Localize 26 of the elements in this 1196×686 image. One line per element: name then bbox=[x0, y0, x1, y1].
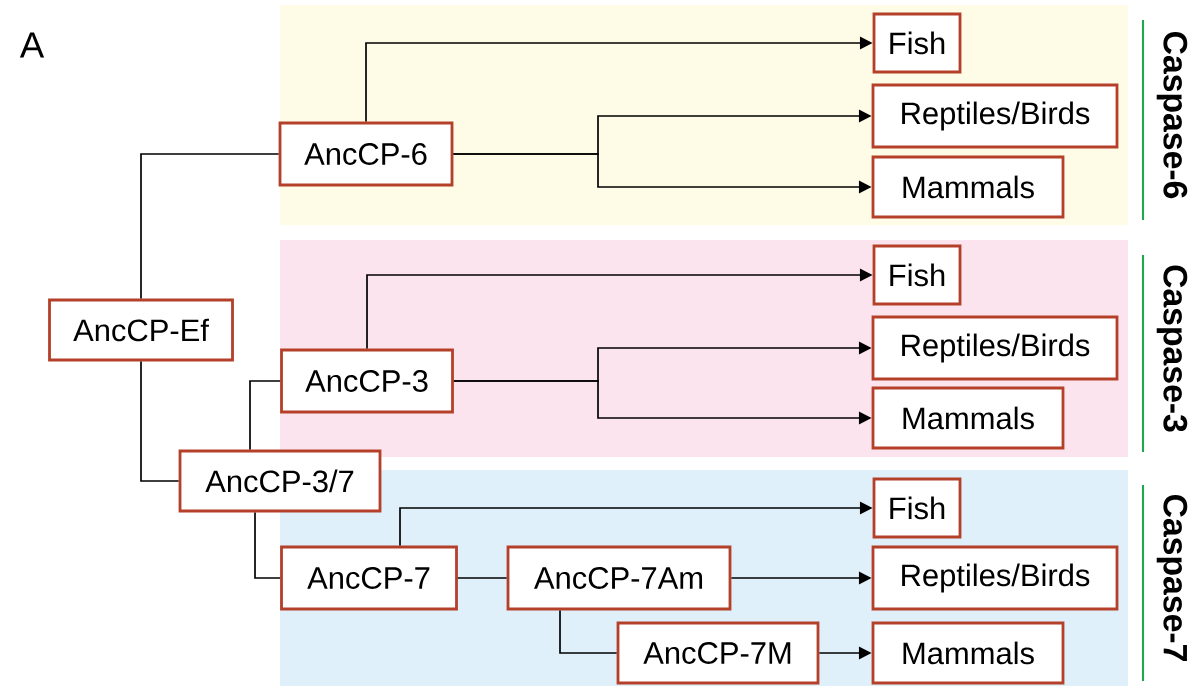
node-box: Reptiles/Birds bbox=[871, 83, 1119, 149]
band-heading: Caspase-3 bbox=[1156, 265, 1188, 432]
node-box: AncCP-7Am bbox=[506, 545, 732, 611]
node-box: Reptiles/Birds bbox=[871, 545, 1119, 611]
connector bbox=[254, 511, 281, 579]
node-box: AncCP-6 bbox=[278, 121, 454, 187]
connector bbox=[249, 380, 281, 451]
node-box: AncCP-3/7 bbox=[178, 449, 382, 513]
node-box: Fish bbox=[872, 244, 962, 306]
node-box: AncCP-3 bbox=[280, 348, 454, 414]
band-heading: Caspase-7 bbox=[1156, 494, 1188, 661]
node-box: Mammals bbox=[871, 386, 1065, 450]
node-box: Fish bbox=[872, 12, 962, 74]
band-heading: Caspase-6 bbox=[1156, 32, 1188, 199]
node-box: Reptiles/Birds bbox=[871, 315, 1119, 381]
connector bbox=[140, 153, 280, 300]
node-box: Fish bbox=[872, 477, 962, 539]
node-box: AncCP-7M bbox=[616, 621, 820, 685]
connector bbox=[140, 360, 180, 482]
connector bbox=[457, 577, 508, 579]
node-box: AncCP-Ef bbox=[48, 298, 234, 362]
node-box: Mammals bbox=[871, 155, 1065, 219]
node-box: AncCP-7 bbox=[280, 545, 458, 611]
connector bbox=[559, 609, 618, 654]
panel-letter: A bbox=[19, 32, 45, 58]
node-box: Mammals bbox=[871, 621, 1065, 685]
